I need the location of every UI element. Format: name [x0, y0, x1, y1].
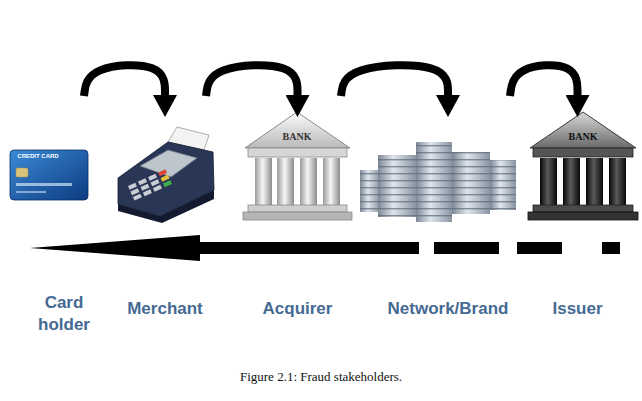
server-tower	[490, 160, 516, 210]
key	[128, 183, 137, 190]
terminal-body	[118, 142, 214, 216]
return-arrow	[200, 242, 620, 254]
server-tower-bands	[378, 155, 416, 217]
server-tower	[416, 142, 452, 222]
card-number-strip	[16, 183, 72, 186]
credit-card-icon	[10, 150, 88, 200]
bank-step	[533, 205, 633, 212]
server-tower	[360, 170, 380, 212]
card-body	[10, 150, 88, 200]
stakeholder-label: Card holder	[30, 292, 98, 336]
key	[151, 179, 160, 186]
card-name-strip	[16, 191, 46, 193]
card-chip	[16, 168, 28, 177]
terminal-keypad	[128, 169, 172, 200]
bank-column	[540, 158, 557, 205]
key-cancel	[158, 169, 167, 176]
bank-column	[277, 158, 294, 205]
bank-pediment	[530, 112, 636, 148]
key	[153, 185, 162, 192]
flow-arrow	[341, 65, 448, 96]
stakeholder-label: Issuer	[535, 298, 620, 320]
terminal-screen	[140, 150, 197, 177]
key-clear	[161, 175, 170, 182]
issuer-bank-icon	[528, 112, 638, 220]
bank-column	[255, 158, 272, 205]
flow-arrow	[84, 65, 165, 96]
server-tower	[378, 155, 416, 217]
bank-step	[243, 212, 352, 220]
stakeholder-node: Card holder	[30, 96, 98, 340]
bank-sign: BANK	[283, 131, 312, 142]
bank-column	[609, 158, 626, 205]
bank-entablature	[533, 148, 633, 157]
key	[148, 174, 157, 181]
bank-icon	[243, 112, 352, 220]
server-icon	[360, 142, 516, 222]
flow-arrow	[510, 65, 578, 96]
key-enter	[163, 180, 172, 187]
flow-arrow	[206, 65, 298, 96]
bank-step	[528, 212, 638, 220]
bank-sign: BANK	[569, 131, 598, 142]
pos-terminal-icon	[118, 127, 214, 223]
key	[130, 188, 139, 195]
bank-column	[300, 158, 317, 205]
bank-pediment	[245, 112, 350, 148]
bank-entablature	[248, 148, 347, 157]
key	[143, 189, 152, 196]
bank-column	[586, 158, 603, 205]
stakeholder-node: Merchant	[110, 96, 220, 340]
key	[138, 178, 147, 185]
figure-caption: Figure 2.1: Fraud stakeholders.	[0, 369, 642, 385]
bank-column	[563, 158, 580, 205]
bank-column	[323, 158, 340, 205]
stakeholder-label: Merchant	[110, 298, 220, 320]
stakeholder-node: Network/Brand	[372, 96, 524, 340]
stakeholder-label: Acquirer	[240, 298, 355, 320]
server-tower	[452, 152, 490, 214]
server-tower-bands	[360, 170, 380, 212]
key	[133, 194, 142, 201]
server-tower-bands	[416, 142, 452, 222]
key	[140, 184, 149, 191]
card-text: CREDIT CARD	[17, 153, 58, 159]
bank-step	[248, 205, 347, 212]
stakeholder-label: Network/Brand	[372, 298, 524, 320]
server-tower-bands	[452, 152, 490, 214]
server-tower-bands	[490, 160, 516, 210]
